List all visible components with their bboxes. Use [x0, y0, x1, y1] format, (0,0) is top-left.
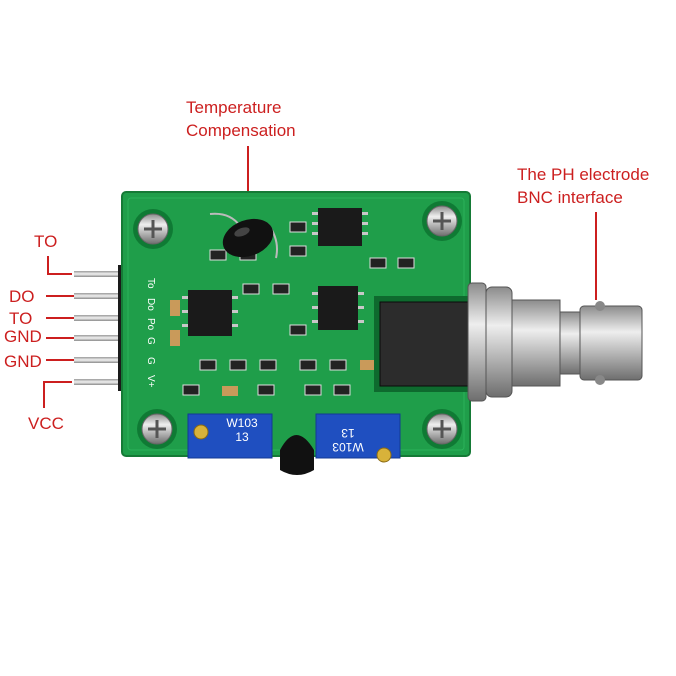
pin-label-gnd-2: GND — [4, 352, 42, 371]
bnc-label: The PH electrode BNC interface — [517, 163, 649, 209]
pot-right-label: W103 13 — [322, 426, 374, 454]
pin-label-do: DO — [9, 287, 35, 306]
silk-vplus: V+ — [145, 375, 156, 388]
bnc-base — [374, 296, 474, 392]
silk-g2: G — [145, 357, 156, 365]
temperature-label-line2: Compensation — [186, 121, 296, 140]
screw-bottom-left — [137, 409, 177, 449]
pot-right-num: 13 — [341, 426, 355, 440]
bnc-connector — [467, 282, 643, 402]
thermistor — [209, 212, 278, 259]
potentiometer-right — [315, 413, 401, 463]
pin-label-vcc: VCC — [28, 414, 64, 433]
bnc-label-line2: BNC interface — [517, 188, 623, 207]
silk-do: Do — [145, 298, 156, 311]
pot-left-label: W103 13 — [216, 416, 268, 444]
pot-right-code: W103 — [332, 440, 364, 454]
silk-po: Po — [145, 318, 156, 331]
ic-chips — [182, 208, 368, 336]
screw-top-right — [422, 201, 462, 241]
pin-label-to-2: TO — [9, 309, 33, 328]
header-silkscreen: To Do Po G G V+ — [145, 278, 156, 388]
potentiometer-left — [187, 413, 273, 459]
smd-capacitors — [170, 300, 376, 396]
smd-components — [182, 221, 415, 396]
pin-label-gnd-1: GND — [4, 327, 42, 346]
pot-left-code: W103 — [226, 416, 258, 430]
screw-bottom-right — [422, 409, 462, 449]
pin-label-to-1: TO — [34, 232, 58, 251]
leader-to-1 — [47, 256, 72, 275]
temperature-label: Temperature Compensation — [186, 96, 296, 142]
leader-vcc — [43, 381, 72, 408]
screw-top-left — [133, 209, 173, 249]
bnc-label-line1: The PH electrode — [517, 165, 650, 184]
temperature-label-line1: Temperature — [186, 98, 282, 117]
silk-g1: G — [145, 337, 156, 345]
pot-left-num: 13 — [235, 430, 249, 444]
silk-to: To — [145, 278, 156, 289]
transistor — [280, 435, 314, 475]
